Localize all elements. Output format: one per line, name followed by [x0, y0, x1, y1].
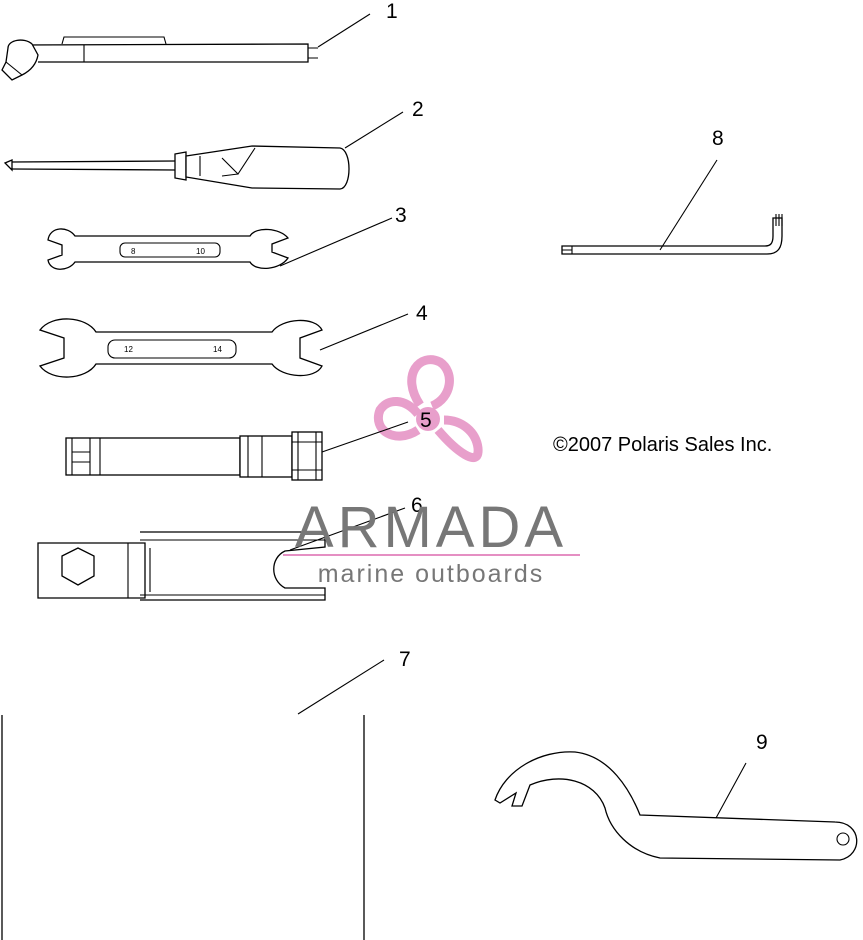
watermark-tagline: marine outboards: [317, 560, 545, 588]
watermark-divider: [283, 554, 580, 556]
part-8-hex-key: [561, 214, 783, 255]
wrench-marking-8: 8: [131, 247, 136, 256]
wrench-marking-14: 14: [213, 345, 222, 354]
part-4-wrench-large: 12 14: [38, 318, 323, 378]
callout-7: 7: [399, 648, 411, 671]
leader-lines: [279, 13, 747, 819]
callout-8: 8: [712, 127, 724, 150]
watermark-name: ARMADA: [294, 495, 568, 560]
part-5-plug-socket: [65, 431, 323, 481]
wrench-marking-12: 12: [124, 345, 133, 354]
propeller-logo: [373, 355, 483, 462]
callout-9: 9: [756, 731, 768, 754]
part-6-hex-wrench: [37, 531, 326, 601]
part-1-handle: [1, 36, 318, 81]
callout-6: 6: [411, 494, 423, 517]
part-9-spanner-wrench: [494, 751, 858, 861]
callout-3: 3: [395, 204, 407, 227]
part-7-manual: [1, 715, 365, 940]
part-3-wrench-small: 8 10: [47, 228, 290, 270]
callout-1: 1: [386, 0, 398, 23]
copyright-notice: ©2007 Polaris Sales Inc.: [553, 434, 773, 456]
wrench-marking-10: 10: [196, 247, 205, 256]
callout-2: 2: [412, 98, 424, 121]
callout-4: 4: [416, 302, 428, 325]
part-2-screwdriver: [3, 145, 350, 190]
callout-5: 5: [420, 409, 432, 432]
